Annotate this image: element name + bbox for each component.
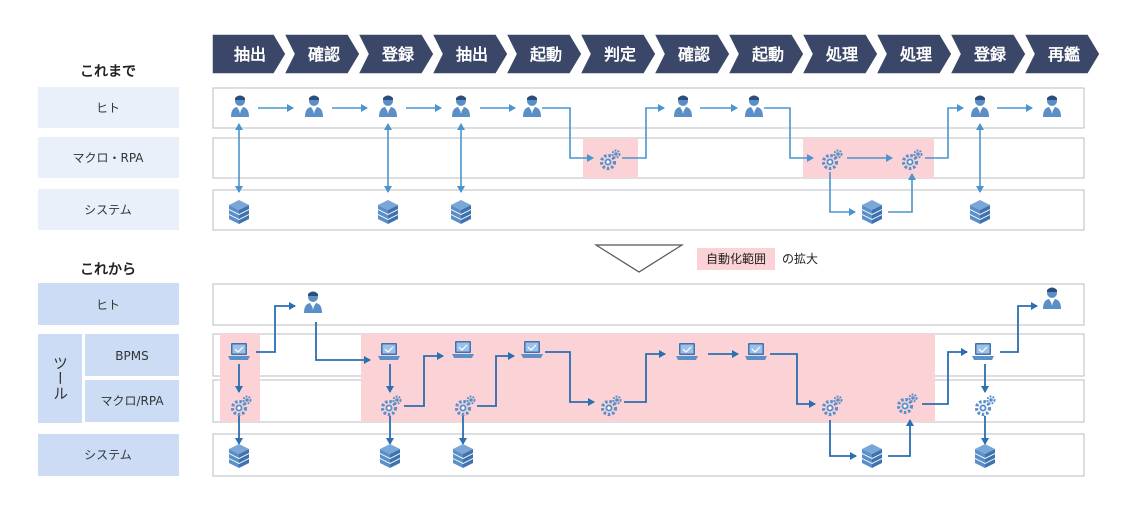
- lane-label-bg: [38, 283, 179, 325]
- process-step-chevron: [874, 33, 953, 75]
- flow-arrow: [764, 107, 814, 162]
- lane-label-bg: [85, 334, 179, 376]
- flow-arrow: [477, 352, 515, 407]
- process-step-label: 抽出: [456, 45, 488, 64]
- flow-arrow: [622, 104, 665, 159]
- lane-box-system: [212, 433, 1085, 477]
- future-title: これから: [80, 262, 136, 278]
- highlight-legend-swatch: [697, 248, 775, 270]
- process-step-label: 処理: [900, 45, 932, 64]
- down-triangle-icon: [593, 244, 685, 273]
- current-arrows: [235, 104, 1033, 216]
- tool-group-bg: [38, 334, 82, 423]
- process-step-chevron: [726, 33, 805, 75]
- lane-box-system: [212, 189, 1085, 231]
- process-step-label: 抽出: [234, 45, 266, 64]
- tool-group-label: ツール: [51, 356, 69, 401]
- lane-label-bg: [38, 137, 179, 178]
- flow-arrow: [315, 322, 371, 364]
- lane-label-bg: [38, 434, 179, 476]
- flow-arrow: [542, 107, 594, 162]
- future-arrows: [235, 302, 1038, 460]
- database-icon: [862, 200, 882, 224]
- flow-arrow: [256, 302, 296, 353]
- process-step-label: 処理: [826, 45, 858, 64]
- process-step-chevron: [282, 33, 361, 75]
- lane-label-bpms: BPMS: [115, 349, 148, 363]
- current-title: これまで: [80, 64, 136, 80]
- database-icon: [970, 200, 990, 224]
- lane-box-human: [212, 283, 1085, 326]
- lane-label-bg: [38, 189, 179, 230]
- laptop-icon: [451, 340, 475, 359]
- process-step-label: 判定: [604, 45, 636, 64]
- flow-arrow: [888, 419, 914, 457]
- lane-label-system: システム: [84, 203, 132, 217]
- future-lane-labels: ヒト ツール BPMS マクロ/RPA システム: [38, 283, 179, 476]
- lane-label-macro-rpa: マクロ/RPA: [100, 394, 164, 408]
- database-icon: [229, 200, 249, 224]
- lane-label-system: システム: [84, 448, 132, 462]
- process-step-chevron: [652, 33, 731, 75]
- process-step-chevron: [504, 33, 583, 75]
- process-steps: 抽出 確認 登録 抽出 起動 判定 確認 起動 処理 処理 登録 再鑑: [211, 33, 1101, 75]
- lane-label-bg: [85, 380, 179, 422]
- lane-box-macro: [212, 137, 1085, 179]
- database-icon: [862, 444, 882, 468]
- future-lanes: [212, 283, 1085, 477]
- transition-indicator: 自動化範囲 の拡大: [593, 244, 818, 273]
- flow-arrow: [922, 348, 968, 405]
- current-lanes: [212, 87, 1085, 231]
- process-step-label: 起動: [751, 45, 784, 64]
- laptop-icon: [971, 342, 995, 361]
- database-icon: [975, 444, 995, 468]
- laptop-icon: [744, 342, 768, 361]
- flow-arrow: [1000, 302, 1038, 353]
- highlight-legend-suffix: の拡大: [782, 252, 818, 266]
- process-step-label: 確認: [308, 45, 340, 64]
- process-step-chevron: [430, 33, 509, 75]
- process-step-chevron: [356, 33, 435, 75]
- flow-arrow: [404, 352, 444, 407]
- process-step-chevron: [800, 33, 879, 75]
- laptop-icon: [377, 342, 401, 361]
- lane-label-macro-rpa: マクロ・RPA: [72, 151, 144, 165]
- laptop-icon: [227, 342, 251, 361]
- flow-arrow: [829, 420, 857, 460]
- process-step-chevron: [578, 33, 657, 75]
- lane-label-human: ヒト: [96, 298, 120, 312]
- database-icon: [378, 200, 398, 224]
- flow-arrow: [770, 353, 816, 408]
- flow-arrow: [888, 173, 916, 213]
- process-step-label: 登録: [973, 45, 1007, 64]
- process-step-label: 再鑑: [1048, 45, 1080, 64]
- flow-arrow: [624, 350, 666, 403]
- automation-highlight: [361, 334, 935, 422]
- database-icon: [453, 444, 473, 468]
- current-lane-labels: ヒト マクロ・RPA システム: [38, 87, 179, 230]
- database-icon: [229, 444, 249, 468]
- process-step-label: 起動: [529, 45, 562, 64]
- laptop-icon: [675, 342, 699, 361]
- process-step-chevron: [948, 33, 1027, 75]
- lane-label-human: ヒト: [96, 101, 120, 115]
- process-step-chevron: [211, 33, 287, 75]
- flow-arrow: [545, 351, 595, 406]
- database-icon: [451, 200, 471, 224]
- laptop-icon: [520, 340, 544, 359]
- process-step-label: 登録: [381, 45, 415, 64]
- process-step-label: 確認: [678, 45, 710, 64]
- lane-label-bg: [38, 87, 179, 128]
- database-icon: [380, 444, 400, 468]
- flow-arrow: [925, 104, 964, 159]
- highlight-legend-label: 自動化範囲: [706, 251, 766, 266]
- process-step-chevron: [1022, 33, 1101, 75]
- flow-arrow: [829, 172, 856, 216]
